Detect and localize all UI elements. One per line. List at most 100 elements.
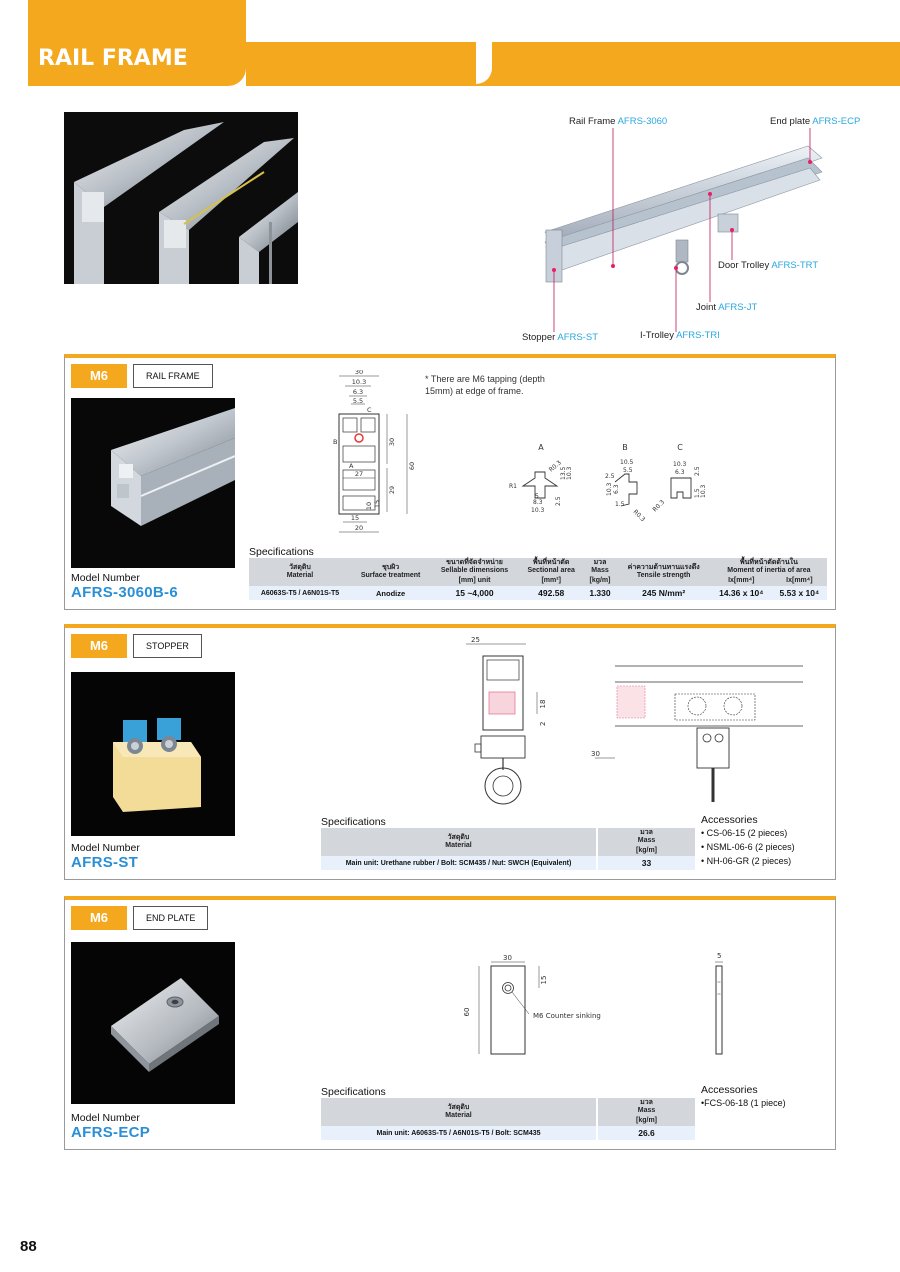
th-inertia-unit-2: Ix[mm⁴] — [771, 576, 827, 587]
c-1-5: 1.5 — [694, 488, 701, 498]
accessories-title: Accessories — [701, 814, 758, 826]
c-6-3: 6.3 — [675, 469, 685, 476]
spec-title: Specifications — [321, 1086, 386, 1098]
spec-title: Specifications — [321, 816, 386, 828]
model-number-code: AFRS-3060B-6 — [71, 584, 178, 601]
spec-title: Specifications — [249, 546, 314, 558]
tapping-note: * There are M6 tapping (depth 15mm) at e… — [425, 374, 545, 396]
category-tag: STOPPER — [133, 634, 202, 658]
th-mass-unit: [kg/m] — [596, 1116, 695, 1127]
dim-label-b: B — [333, 438, 337, 446]
callout-i-trolley: I-Trolley AFRS-TRI — [640, 330, 720, 341]
b-10-5: 10.5 — [620, 459, 634, 466]
dim-30-vertical: 30 — [388, 438, 396, 446]
stopper-side-drawing: 30 — [585, 662, 835, 812]
dim-10-3: 10.3 — [352, 378, 366, 386]
model-number-label: Model Number — [71, 842, 140, 854]
title-strip — [246, 42, 900, 86]
c-10-3: 10.3 — [673, 461, 687, 468]
table-row: Main unit: A6063S-T5 / A6N01S-T5 / Bolt:… — [321, 1126, 695, 1141]
rail-frame-card: M6 RAIL FRAME Model Number AFRS-3060B-6 — [64, 354, 836, 610]
accessory-item: •FCS-06-18 (1 piece) — [701, 1098, 786, 1108]
rail-frame-hero-photo — [64, 112, 298, 284]
callout-stopper: Stopper AFRS-ST — [522, 332, 599, 343]
dim-15-vertical: 15 — [373, 500, 381, 508]
accessory-item: • CS-06-15 (2 pieces) — [701, 828, 788, 838]
dim-label-a: A — [349, 462, 354, 470]
accessory-item: • NSML-06-6 (2 pieces) — [701, 842, 795, 852]
category-tag: END PLATE — [133, 906, 209, 930]
b-2-5: 2.5 — [605, 473, 615, 480]
section-details: A B C R1 R0.3 10.3 8.3 5 2.5 13.5 10.3 1… — [505, 442, 721, 526]
b-r0-3: R0.3 — [632, 508, 647, 523]
table-row: A6063S-T5 / A6N01S-T5 Anodize 15 ~4,000 … — [249, 586, 827, 601]
end-plate-card: M6 END PLATE Model Number AFRS-ECP 30 — [64, 896, 836, 1150]
a-8-3: 8.3 — [533, 499, 543, 506]
a-10-3: 10.3 — [531, 507, 545, 514]
page-title: RAIL FRAME — [38, 46, 188, 71]
th-mass-unit: [kg/m] — [596, 846, 695, 857]
model-number-code: AFRS-ECP — [71, 1124, 151, 1141]
title-tab — [24, 0, 246, 86]
category-tag: RAIL FRAME — [133, 364, 213, 388]
model-number-label: Model Number — [71, 1112, 140, 1124]
callout-door-trolley: Door Trolley AFRS-TRT — [718, 260, 819, 271]
dim-25: 25 — [471, 636, 480, 644]
size-badge: M6 — [71, 634, 127, 658]
table-row: Main unit: Urethane rubber / Bolt: SCM43… — [321, 856, 695, 871]
a-2-5: 2.5 — [555, 496, 562, 506]
callout-joint: Joint AFRS-JT — [696, 302, 758, 313]
stopper-card: M6 STOPPER Model Number AFRS-ST 25 18 2 — [64, 624, 836, 880]
counter-sinking-label: M6 Counter sinking — [533, 1012, 601, 1020]
th-dimensions-unit: [mm] unit — [430, 576, 519, 587]
dim-18: 18 — [539, 700, 547, 709]
dim-60: 60 — [408, 462, 416, 470]
accessory-item: • NH-06-GR (2 pieces) — [701, 856, 792, 866]
size-badge: M6 — [71, 906, 127, 930]
rail-frame-profile-drawing: 30 10.3 6.3 5.5 C B A 30 60 29 27 15 10 … — [331, 368, 441, 542]
dim-60: 60 — [463, 1008, 471, 1017]
model-number-code: AFRS-ST — [71, 854, 139, 871]
dim-2: 2 — [539, 722, 547, 726]
callout-end-plate: End plate AFRS-ECP — [770, 116, 861, 127]
section-label-c: C — [677, 443, 683, 452]
stopper-product-photo — [71, 672, 235, 836]
th-mass-unit: [kg/m] — [583, 576, 617, 587]
dim-label-c: C — [367, 406, 372, 414]
dim-27: 27 — [355, 470, 363, 478]
callout-rail-frame: Rail Frame AFRS-3060 — [569, 116, 668, 127]
size-badge: M6 — [71, 364, 127, 388]
c-r0-3: R0.3 — [651, 499, 666, 514]
c-10-3-vertical: 10.3 — [700, 484, 707, 498]
stopper-front-drawing: 25 18 2 — [461, 636, 561, 816]
accessories-title: Accessories — [701, 1084, 758, 1096]
a-13-5: 13.5 — [560, 466, 567, 480]
end-plate-front-drawing: 30 15 60 M6 Counter sinking — [457, 952, 627, 1060]
dim-29: 29 — [388, 486, 396, 494]
th-inertia-unit-1: Ix[mm⁴] — [710, 576, 772, 587]
b-1-5: 1.5 — [615, 501, 625, 508]
section-label-b: B — [622, 443, 628, 452]
dim-15: 15 — [540, 976, 548, 985]
dim-15-horizontal: 15 — [351, 514, 359, 522]
dim-30: 30 — [503, 954, 512, 962]
b-6-3: 6.3 — [613, 484, 620, 494]
dim-20: 20 — [355, 524, 363, 532]
rail-frame-product-photo — [71, 398, 235, 568]
b-10-3: 10.3 — [606, 482, 613, 496]
model-number-label: Model Number — [71, 572, 140, 584]
b-5-5: 5.5 — [623, 467, 633, 474]
dim-5: 5 — [717, 952, 721, 960]
dim-5-5: 5.5 — [353, 397, 363, 405]
a-r1: R1 — [509, 483, 517, 490]
